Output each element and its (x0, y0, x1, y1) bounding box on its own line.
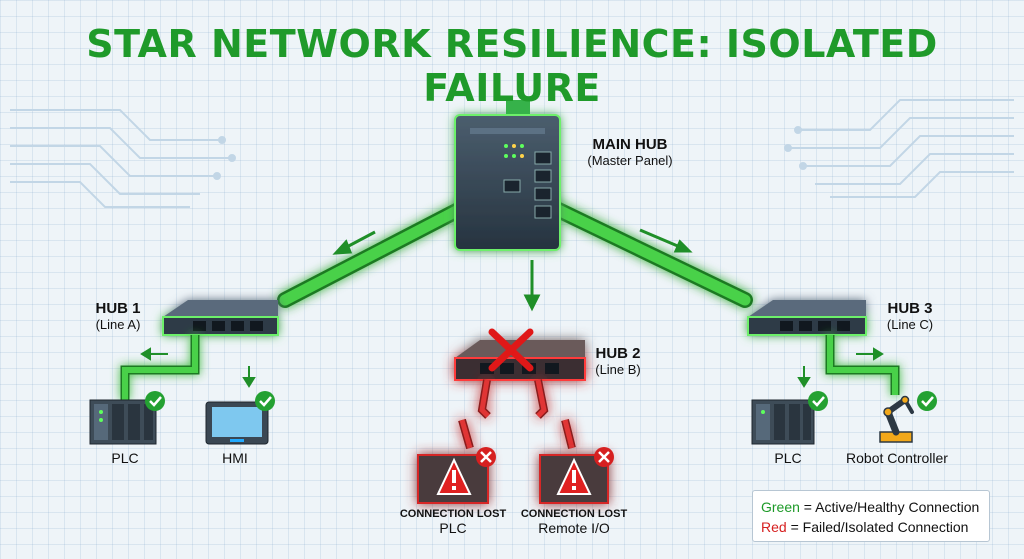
warning-icon-plc2 (436, 457, 472, 495)
plc-device-hub3 (751, 399, 815, 445)
broken-cable-hub2-plc (458, 379, 491, 450)
error-x-icon-plc2 (476, 447, 496, 467)
healthy-check-icon-plc1 (145, 391, 165, 411)
circuit-traces-right (784, 99, 1014, 198)
healthy-check-icon-robot (917, 391, 937, 411)
main-hub-sub: (Master Panel) (587, 153, 673, 168)
legend-green-word: Green (761, 499, 800, 515)
main-hub-label: MAIN HUB (Master Panel) (578, 136, 682, 168)
hub3-switch (747, 300, 867, 336)
hub1-ports (193, 321, 263, 331)
lost-label-plc-hub2: CONNECTION LOST PLC (393, 508, 513, 536)
legend-row-red: Red = Failed/Isolated Connection (761, 517, 981, 537)
page-title: STAR NETWORK RESILIENCE: ISOLATED FAILUR… (86, 22, 938, 110)
failure-x-icon (488, 328, 534, 372)
device-label-plc-hub1: PLC (111, 450, 139, 466)
legend-red-word: Red (761, 519, 787, 535)
plc-device-hub1 (89, 399, 157, 445)
hub1-name: HUB 1 (95, 300, 141, 317)
lost-device-rio: Remote I/O (538, 520, 610, 536)
hub1-label: HUB 1 (Line A) (78, 300, 158, 332)
device-label-plc-hub3: PLC (774, 450, 802, 466)
flow-arrows-hub1-branch (140, 347, 256, 388)
healthy-check-icon-hmi (255, 391, 275, 411)
legend-red-text: = Failed/Isolated Connection (786, 519, 969, 535)
hub2-sub: (Line B) (595, 362, 641, 377)
cable-hub3-robot (825, 335, 900, 395)
main-hub-details (470, 100, 552, 219)
device-label-hmi: HMI (222, 450, 248, 466)
flow-arrow-hub3 (639, 228, 693, 253)
lost-status-rio: CONNECTION LOST (520, 508, 628, 520)
trunk-cable-hub1 (277, 197, 476, 308)
circuit-traces-left (10, 109, 236, 208)
lost-label-remote-io: CONNECTION LOST Remote I/O (514, 508, 634, 536)
flow-arrows-hub3-branch (797, 347, 884, 388)
hub3-label: HUB 3 (Line C) (870, 300, 950, 332)
flow-arrow-hub1 (332, 230, 376, 255)
device-label-robot-controller: Robot Controller (846, 450, 948, 466)
hub3-ports (780, 321, 850, 331)
warning-icon-rio (556, 457, 592, 495)
error-x-icon-rio (594, 447, 614, 467)
legend: Green = Active/Healthy Connection Red = … (752, 490, 990, 542)
lost-device-plc: PLC (439, 520, 467, 536)
flow-arrow-hub2 (523, 260, 541, 312)
healthy-check-icon-plc3 (808, 391, 828, 411)
legend-green-text: = Active/Healthy Connection (799, 499, 980, 515)
robot-arm-icon (879, 395, 914, 443)
legend-row-green: Green = Active/Healthy Connection (761, 497, 981, 517)
hub2-label: HUB 2 (Line B) (578, 345, 658, 377)
lost-status-plc: CONNECTION LOST (399, 508, 507, 520)
hub2-name: HUB 2 (595, 345, 641, 362)
hub3-name: HUB 3 (887, 300, 933, 317)
cable-hub1-plc (120, 335, 200, 400)
main-hub-name: MAIN HUB (592, 136, 668, 153)
trunk-cable-hub3 (540, 197, 753, 308)
broken-cable-hub2-rio (534, 379, 576, 449)
hub1-sub: (Line A) (95, 317, 141, 332)
hub3-sub: (Line C) (886, 317, 934, 332)
hmi-device (205, 401, 269, 445)
